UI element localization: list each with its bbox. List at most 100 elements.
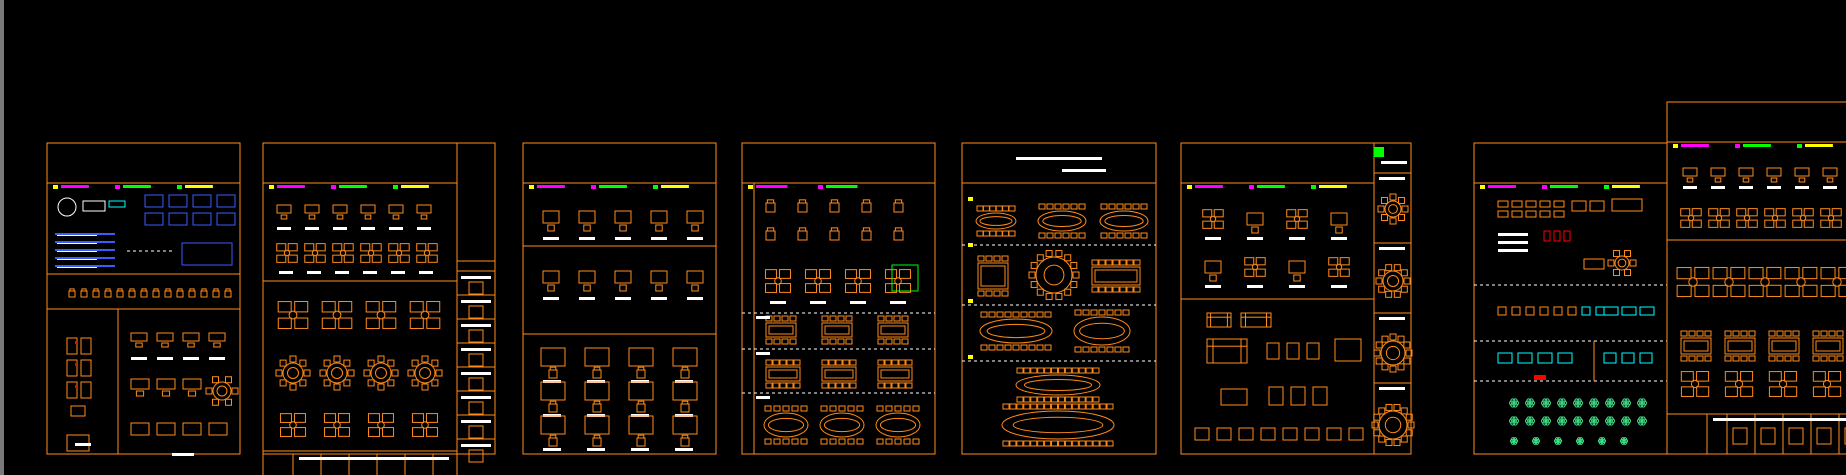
plant-icon [1509, 416, 1519, 426]
side-table [1304, 427, 1320, 441]
workstation-cluster-icon [321, 300, 353, 330]
label-bar [1379, 247, 1405, 250]
label-bar [1289, 285, 1305, 288]
round-table-icon [1371, 403, 1415, 447]
chair-icon [548, 434, 558, 447]
round-table-icon [407, 355, 443, 391]
label-bar [687, 237, 703, 240]
stool [1567, 306, 1577, 316]
header-tag [269, 185, 274, 189]
workstation-cluster-icon [409, 300, 441, 330]
desk [208, 422, 228, 436]
conference-table-icon [1015, 367, 1101, 403]
module [1611, 198, 1643, 212]
label-bar [307, 271, 321, 274]
desk-icon [304, 204, 320, 220]
workstation-cluster-icon [276, 243, 298, 263]
label-bar [461, 324, 491, 327]
label-bar [1711, 186, 1725, 189]
label-bar [675, 448, 693, 451]
chair-icon [592, 434, 602, 447]
stool [1525, 306, 1535, 316]
chair-icon [829, 227, 840, 241]
desk-icon [1204, 260, 1222, 282]
label-bar [687, 297, 703, 300]
label-bar [615, 297, 631, 300]
stool [1497, 306, 1507, 316]
cyan-unit [1621, 306, 1637, 316]
cabinet [66, 381, 78, 399]
desk-icon [1710, 167, 1726, 183]
lounge-chair [1290, 386, 1306, 406]
header-text-bar [537, 185, 565, 188]
desk-icon [578, 270, 596, 292]
line-type [55, 257, 115, 259]
workstation-cluster-icon [323, 413, 351, 437]
grid-sample [181, 242, 233, 266]
chair-icon [861, 227, 872, 241]
cyan-unit [1639, 352, 1653, 364]
label-bar [579, 237, 595, 240]
side-table [1282, 427, 1298, 441]
desk-icon [650, 270, 668, 292]
small-chair [1497, 200, 1509, 208]
chair-icon [893, 199, 904, 213]
round-table-icon [1375, 264, 1411, 298]
label-bar [651, 297, 667, 300]
label-bar [461, 300, 491, 303]
label-bar [756, 352, 770, 355]
armchair [1306, 342, 1320, 360]
label-bar [131, 357, 147, 360]
meeting-table-icon [821, 315, 853, 345]
chair-icon [140, 288, 148, 298]
round-table-icon [1377, 193, 1409, 225]
sofa-icon [1240, 312, 1272, 328]
workstation-cluster-icon [884, 269, 912, 293]
sheet-border [741, 142, 936, 455]
header-tag [1249, 185, 1254, 189]
plant-icon [1541, 398, 1551, 408]
cad-sheet-8 [1666, 101, 1846, 455]
stool [1553, 306, 1563, 316]
label-bar [890, 301, 906, 304]
chair-icon [680, 434, 690, 447]
cabinet [80, 381, 92, 399]
viewport-left-border [0, 0, 4, 475]
plant-icon [1597, 437, 1607, 445]
legend-glyph [1732, 427, 1748, 445]
executive-desk [628, 381, 654, 401]
header-text-bar [826, 185, 858, 188]
workstation-cluster-icon [1812, 371, 1842, 397]
plant-icon [1637, 416, 1647, 426]
header-text-bar [1319, 185, 1347, 188]
side-table [1260, 427, 1276, 441]
meeting-table-icon [765, 359, 801, 389]
small-chair [1497, 210, 1509, 218]
workstation-cluster-icon [360, 243, 382, 263]
legend-glyph [1844, 427, 1846, 445]
chair-icon [765, 199, 776, 213]
desk-icon [156, 378, 176, 397]
label-bar [1331, 237, 1347, 240]
marker [1543, 230, 1551, 242]
header-text-bar [1805, 144, 1833, 147]
label-bar [543, 237, 559, 240]
legend-glyph [468, 449, 484, 463]
chair-icon [104, 288, 112, 298]
label-bar [157, 357, 173, 360]
sheet-tail [262, 453, 458, 475]
marker [1563, 230, 1571, 242]
header-text-bar [123, 185, 151, 188]
workstation-cluster-icon [1820, 208, 1842, 228]
desk [130, 422, 150, 436]
header-text-bar [1681, 144, 1709, 147]
desk-icon [182, 332, 200, 348]
header-tag [1311, 185, 1316, 189]
label-bar [770, 301, 786, 304]
desk-icon [686, 270, 704, 292]
executive-desk [672, 381, 698, 401]
desk-icon [276, 204, 292, 220]
executive-desk [672, 415, 698, 435]
conference-table-icon [763, 405, 809, 445]
